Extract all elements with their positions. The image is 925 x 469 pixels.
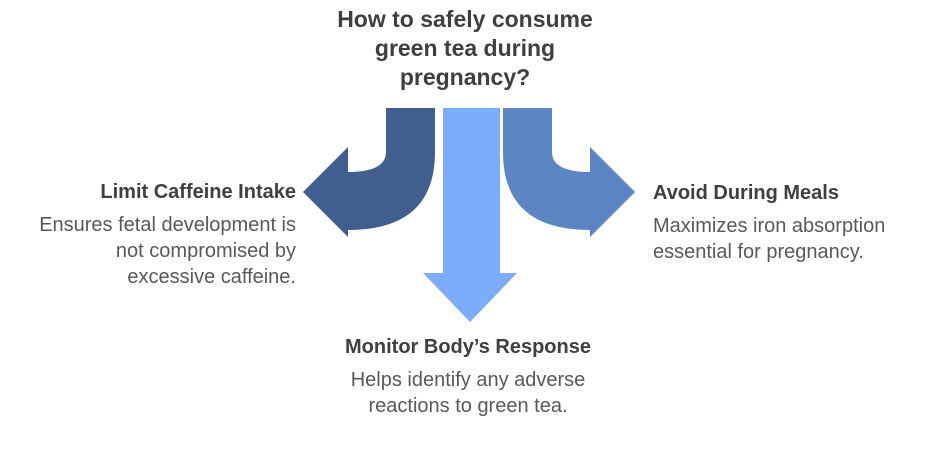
description-line: not compromised by: [115, 240, 296, 262]
branch-avoid-meals-heading: Avoid During Meals: [653, 182, 839, 204]
left-curved-arrow: [303, 108, 435, 237]
description-line: essential for pregnancy.: [653, 241, 864, 263]
description-line: Maximizes iron absorption: [653, 215, 886, 237]
branch-monitor-response: Monitor Body’s Response Helps identify a…: [345, 335, 591, 419]
down-arrow: [423, 108, 517, 322]
description-line: Helps identify any adverse: [350, 369, 586, 391]
branch-avoid-meals: Avoid During Meals Maximizes iron absorp…: [653, 181, 885, 265]
diagram-title-line: green tea during: [374, 35, 556, 61]
description-line: excessive caffeine.: [127, 266, 296, 288]
branch-monitor-response-heading: Monitor Body’s Response: [345, 336, 591, 358]
description-line: reactions to green tea.: [368, 395, 568, 417]
description-line: Ensures fetal development is: [39, 214, 296, 236]
branch-limit-caffeine: Limit Caffeine Intake Ensures fetal deve…: [39, 180, 296, 290]
branch-monitor-response-description: Helps identify any adverse reactions to …: [345, 367, 591, 419]
branch-avoid-meals-description: Maximizes iron absorption essential for …: [653, 213, 885, 265]
branch-limit-caffeine-heading: Limit Caffeine Intake: [100, 181, 296, 203]
right-curved-arrow: [503, 108, 635, 237]
diagram-title: How to safely consume green tea during p…: [337, 5, 593, 92]
diagram-title-line: pregnancy?: [399, 64, 531, 90]
branch-limit-caffeine-description: Ensures fetal development is not comprom…: [39, 212, 296, 290]
diagram-title-line: How to safely consume: [337, 6, 593, 32]
